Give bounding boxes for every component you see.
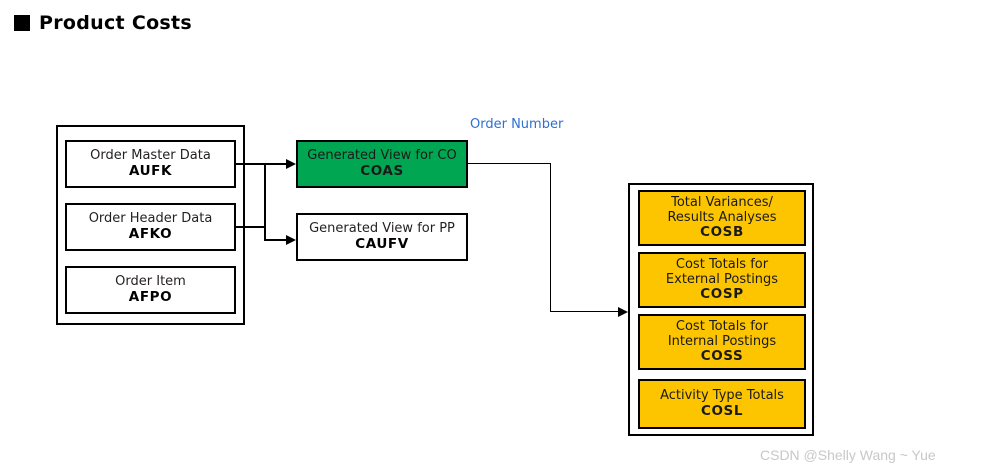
watermark-text: CSDN @Shelly Wang ~ Yue [760, 447, 936, 463]
node-code: CAUFV [355, 235, 409, 252]
node-generated-view-pp[interactable]: Generated View for PP CAUFV [296, 213, 468, 261]
arrowhead-to-coas [286, 159, 296, 169]
node-code: COSB [700, 224, 744, 241]
node-cost-totals-internal-postings[interactable]: Cost Totals for Internal Postings COSS [638, 314, 806, 370]
node-description: Generated View for PP [309, 221, 455, 237]
connector-to-coas [264, 163, 288, 165]
connector-to-caufv [264, 239, 288, 241]
node-order-header-data[interactable]: Order Header Data AFKO [65, 203, 236, 251]
connector-coas-out-vertical [550, 163, 551, 312]
node-generated-view-co[interactable]: Generated View for CO COAS [296, 140, 468, 188]
node-code: COSL [700, 402, 744, 419]
node-description: Order Header Data [88, 211, 213, 227]
square-bullet-icon [14, 15, 30, 31]
page-title: Product Costs [14, 12, 192, 34]
connector-coas-in-horizontal [550, 311, 620, 312]
node-total-variances-results-analyses[interactable]: Total Variances/ Results Analyses COSB [638, 190, 806, 246]
connector-trunk-vertical [264, 163, 266, 241]
arrowhead-to-caufv [286, 235, 296, 245]
node-description: Order Master Data [90, 148, 211, 164]
node-order-item[interactable]: Order Item AFPO [65, 266, 236, 314]
page-title-text: Product Costs [39, 12, 193, 34]
edge-label-order-number: Order Number [470, 117, 564, 132]
arrowhead-to-totals [618, 307, 628, 317]
node-code: AFKO [128, 225, 173, 242]
node-description: Cost Totals for External Postings [665, 256, 779, 288]
node-code: AUFK [128, 162, 173, 179]
node-code: COAS [360, 162, 404, 179]
node-activity-type-totals[interactable]: Activity Type Totals COSL [638, 379, 806, 429]
node-description: Order Item [115, 274, 186, 290]
node-description: Total Variances/ Results Analyses [667, 194, 777, 226]
node-code: COSS [700, 348, 744, 365]
connector-aufk-stub [236, 163, 266, 165]
node-code: COSP [700, 286, 744, 303]
node-cost-totals-external-postings[interactable]: Cost Totals for External Postings COSP [638, 252, 806, 308]
connector-coas-out-horizontal [468, 163, 551, 164]
node-order-master-data[interactable]: Order Master Data AUFK [65, 140, 236, 188]
node-description: Activity Type Totals [660, 388, 784, 404]
node-description: Generated View for CO [307, 148, 457, 164]
node-description: Cost Totals for Internal Postings [667, 318, 777, 350]
node-code: AFPO [128, 288, 173, 305]
connector-afko-stub [236, 226, 266, 228]
